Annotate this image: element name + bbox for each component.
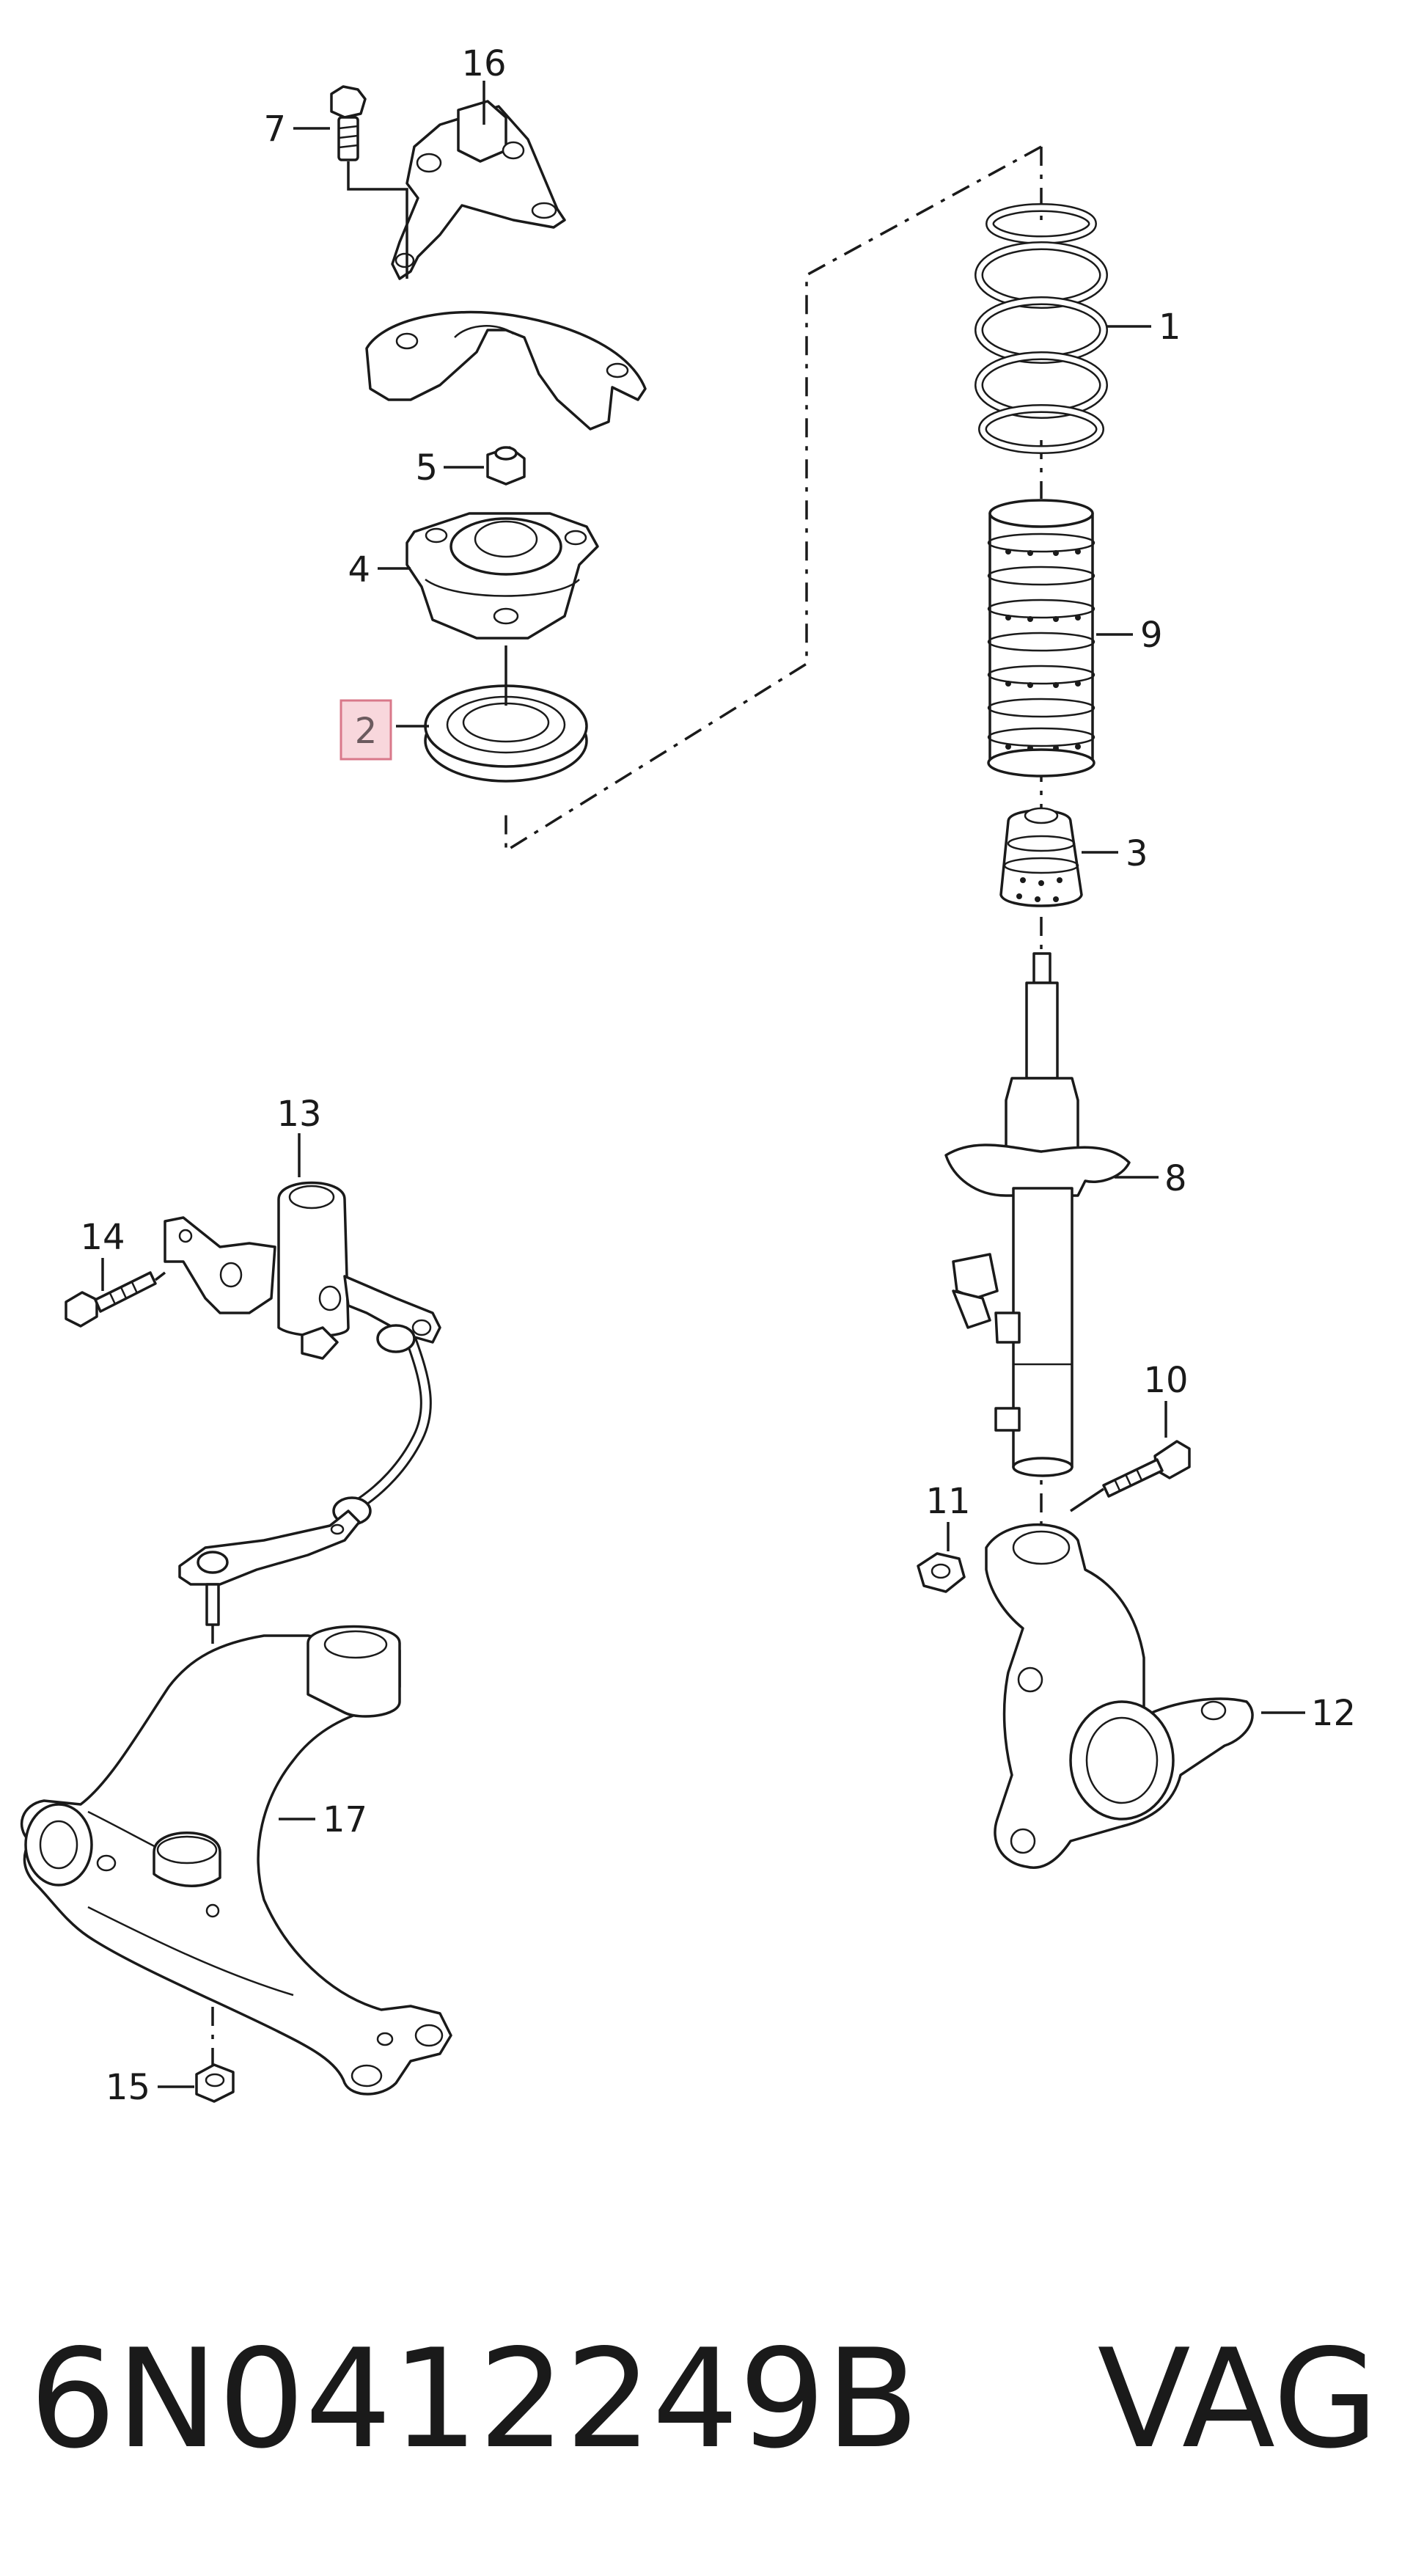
brand-label: VAG — [1098, 2319, 1379, 2478]
bolt-7 — [330, 85, 408, 279]
callout-14: 15 — [106, 2067, 150, 2108]
shock-absorber-8 — [944, 952, 1131, 1477]
callout-17: 17 — [323, 1799, 367, 1840]
bump-stop-3 — [999, 807, 1083, 907]
callout-9: 9 — [1140, 615, 1163, 656]
strut-cover-shield — [365, 310, 647, 431]
coil-spring-1 — [975, 203, 1108, 454]
callout-5: 5 — [415, 447, 438, 489]
callout-10: 10 — [1143, 1360, 1188, 1401]
callout-8: 8 — [1164, 1158, 1187, 1199]
leader-lines — [101, 81, 1305, 2088]
steering-knuckle-12 — [985, 1523, 1254, 1869]
dust-boot-9 — [987, 499, 1095, 777]
part-number: 6N0412249B — [29, 2319, 919, 2478]
level-sensor-13 — [164, 1181, 441, 1360]
callout-labels: 16 7 1 5 4 2 9 3 8 10 11 12 13 14 15 17 — [80, 43, 1356, 2108]
strut-mount-bracket — [391, 100, 566, 280]
assembly-dash-lines — [211, 145, 1043, 2068]
nut-11 — [917, 1552, 966, 1593]
nut-14 — [195, 2063, 235, 2103]
bolt-15 — [65, 1271, 166, 1328]
strut-mount-4 — [405, 512, 599, 640]
highlight-box — [340, 699, 392, 761]
bolt-10 — [1070, 1440, 1191, 1512]
callout-12: 12 — [1311, 1693, 1356, 1734]
callout-1: 1 — [1159, 307, 1181, 348]
callout-16: 16 — [461, 43, 506, 84]
control-arm-17 — [21, 1625, 452, 2096]
callout-3: 3 — [1126, 833, 1148, 874]
strut-bearing-2 — [424, 645, 588, 783]
callout-4: 4 — [348, 549, 370, 590]
callout-13: 13 — [276, 1094, 321, 1135]
nut-5 — [486, 446, 526, 486]
callout-2: 2 — [355, 711, 378, 752]
callout-11: 11 — [925, 1481, 970, 1522]
callout-7: 7 — [263, 109, 286, 150]
callout-15: 14 — [80, 1217, 125, 1258]
sensor-linkage-rod — [178, 1324, 432, 1626]
